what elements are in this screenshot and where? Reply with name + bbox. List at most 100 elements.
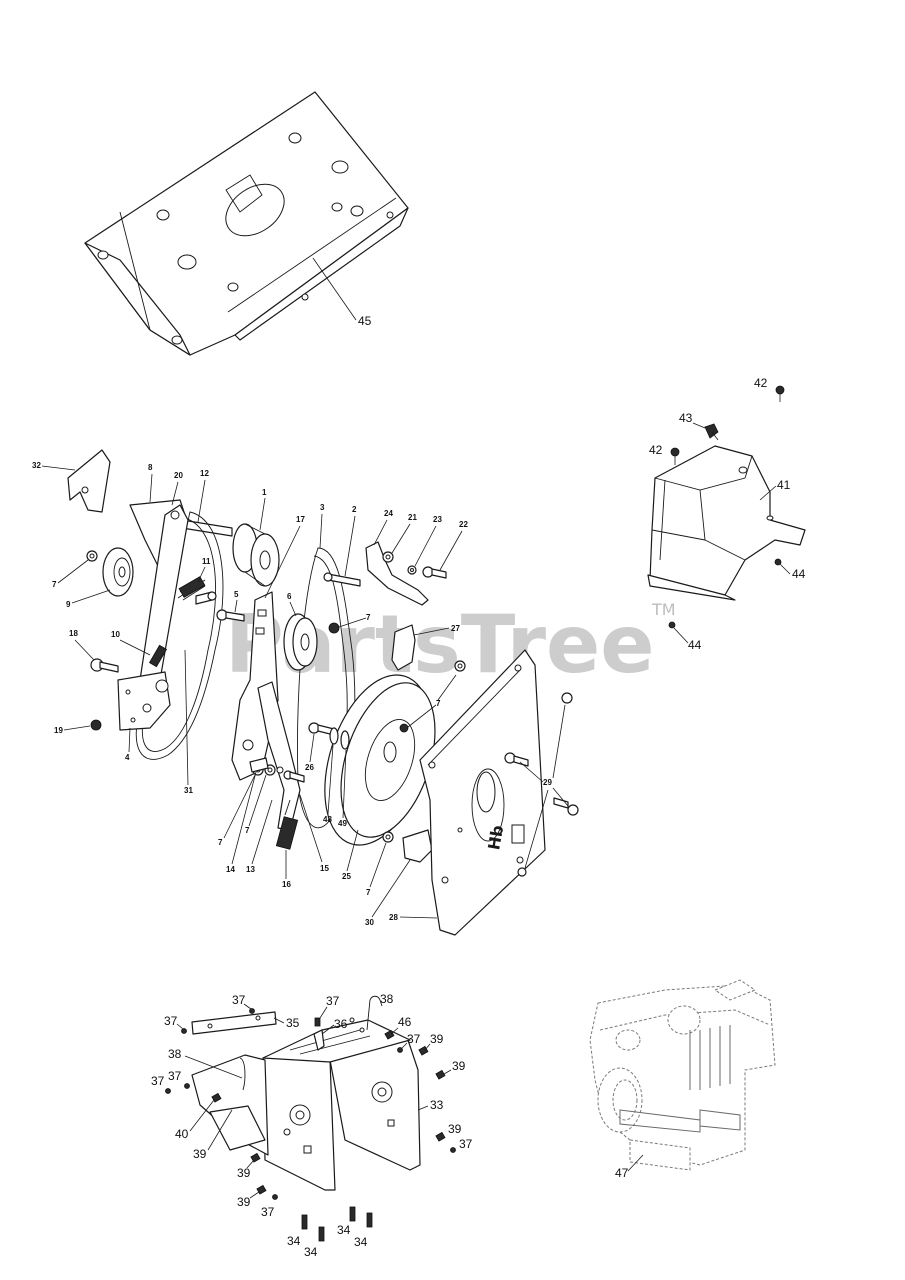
nut-19[interactable] — [90, 719, 102, 731]
callout-37-d[interactable]: 37 — [407, 1032, 421, 1046]
nut-44-lower[interactable] — [668, 621, 676, 629]
bolt-22[interactable] — [422, 566, 447, 579]
shaft-2[interactable] — [323, 572, 361, 587]
callout-34-d[interactable]: 34 — [354, 1235, 368, 1249]
engine-47[interactable] — [589, 979, 776, 1171]
mounting-bracket-4[interactable] — [117, 671, 171, 731]
bracket-36[interactable] — [313, 1029, 325, 1051]
bracket-27[interactable] — [391, 624, 416, 671]
nut-7-lower[interactable] — [382, 831, 394, 843]
bracket-30[interactable] — [402, 829, 433, 863]
callout-30[interactable]: 30 — [365, 918, 374, 927]
callout-4[interactable]: 4 — [125, 753, 130, 762]
idler-pulley-9[interactable] — [102, 547, 134, 597]
callout-39-d[interactable]: 39 — [193, 1147, 207, 1161]
callout-42-lower[interactable]: 42 — [649, 443, 663, 457]
callout-34-a[interactable]: 34 — [287, 1234, 301, 1248]
frame-right-33[interactable] — [329, 1039, 421, 1171]
callout-38-right[interactable]: 38 — [380, 992, 394, 1006]
callout-39-b[interactable]: 39 — [452, 1059, 466, 1073]
large-pulley-25[interactable] — [305, 661, 453, 858]
bracket-24[interactable] — [365, 541, 429, 606]
screw-39-c[interactable] — [435, 1131, 446, 1142]
stud-34-c[interactable] — [349, 1206, 356, 1222]
callout-38-left[interactable]: 38 — [168, 1047, 182, 1061]
callout-7-arm-a[interactable]: 7 — [218, 838, 223, 847]
pulley-6[interactable] — [283, 613, 318, 671]
callout-39-a[interactable]: 39 — [430, 1032, 444, 1046]
callout-45[interactable]: 45 — [358, 314, 372, 328]
callout-31[interactable]: 31 — [184, 786, 193, 795]
callout-35[interactable]: 35 — [286, 1016, 300, 1030]
callout-17[interactable]: 17 — [296, 515, 305, 524]
washer-49[interactable] — [340, 730, 350, 750]
frame-top[interactable] — [262, 1017, 411, 1063]
rod-38-right[interactable] — [366, 995, 383, 1031]
spring-10[interactable] — [148, 644, 168, 668]
callout-15[interactable]: 15 — [320, 864, 329, 873]
washer-23[interactable] — [407, 565, 417, 575]
callout-6[interactable]: 6 — [287, 592, 292, 601]
callout-37-g[interactable]: 37 — [459, 1137, 473, 1151]
callout-10[interactable]: 10 — [111, 630, 120, 639]
screw-37-h[interactable] — [272, 1194, 278, 1200]
bolt-42-lower[interactable] — [670, 447, 680, 465]
callout-37-c[interactable]: 37 — [326, 994, 340, 1008]
callout-18[interactable]: 18 — [69, 629, 78, 638]
callout-49[interactable]: 49 — [338, 819, 347, 828]
callout-9[interactable]: 9 — [66, 600, 71, 609]
stud-34-a[interactable] — [301, 1214, 308, 1230]
screw-37-e[interactable] — [165, 1088, 171, 1094]
screw-37-b[interactable] — [181, 1028, 187, 1034]
stud-center[interactable] — [283, 770, 305, 783]
callout-44-lower[interactable]: 44 — [688, 638, 702, 652]
callout-37-e[interactable]: 37 — [151, 1074, 165, 1088]
callout-37-b[interactable]: 37 — [164, 1014, 178, 1028]
screw-37-g[interactable] — [450, 1147, 456, 1153]
bolt-arm[interactable] — [195, 591, 217, 605]
callout-23[interactable]: 23 — [433, 515, 442, 524]
stud-29-d[interactable] — [517, 867, 527, 877]
cover-plate-45[interactable] — [84, 91, 409, 356]
callout-37-f[interactable]: 37 — [168, 1069, 182, 1083]
bolt-29-c[interactable] — [553, 797, 579, 816]
callout-27[interactable]: 27 — [451, 624, 460, 633]
callout-39-e[interactable]: 39 — [237, 1166, 251, 1180]
washer-21[interactable] — [382, 551, 394, 563]
callout-7-left[interactable]: 7 — [52, 580, 57, 589]
callout-25[interactable]: 25 — [342, 872, 351, 881]
frame-left-33[interactable] — [262, 1034, 336, 1191]
callout-39-c[interactable]: 39 — [448, 1122, 462, 1136]
spring-16[interactable] — [275, 799, 299, 850]
callout-22[interactable]: 22 — [459, 520, 468, 529]
callout-12[interactable]: 12 — [200, 469, 209, 478]
callout-1[interactable]: 1 — [262, 488, 267, 497]
callout-21[interactable]: 21 — [408, 513, 417, 522]
screw-39-f[interactable] — [256, 1184, 267, 1195]
screw-39-d[interactable] — [211, 1092, 222, 1103]
callout-29[interactable]: 29 — [543, 778, 552, 787]
callout-8[interactable]: 8 — [148, 463, 153, 472]
strap-35[interactable] — [191, 1011, 277, 1035]
callout-7-pulley[interactable]: 7 — [436, 699, 441, 708]
bolt-14[interactable] — [249, 757, 269, 773]
callout-20[interactable]: 20 — [174, 471, 183, 480]
screw-37-a[interactable] — [249, 1008, 255, 1014]
stud-34-b[interactable] — [318, 1226, 325, 1242]
bolt-42-upper[interactable] — [775, 385, 785, 402]
callout-37-a[interactable]: 37 — [232, 993, 246, 1007]
callout-36[interactable]: 36 — [334, 1017, 348, 1031]
screw-37-f[interactable] — [184, 1083, 190, 1089]
callout-13[interactable]: 13 — [246, 865, 255, 874]
stud-34-d[interactable] — [366, 1212, 373, 1228]
callout-24[interactable]: 24 — [384, 509, 393, 518]
plate-40[interactable] — [191, 1054, 269, 1156]
callout-47[interactable]: 47 — [615, 1166, 629, 1180]
callout-7-center[interactable]: 7 — [366, 613, 371, 622]
rod-38-left[interactable] — [239, 1057, 246, 1091]
callout-44-right[interactable]: 44 — [792, 567, 806, 581]
washer-48[interactable] — [329, 727, 339, 745]
screw-37-c[interactable] — [314, 1017, 321, 1027]
callout-16[interactable]: 16 — [282, 880, 291, 889]
callout-34-b[interactable]: 34 — [304, 1245, 318, 1259]
